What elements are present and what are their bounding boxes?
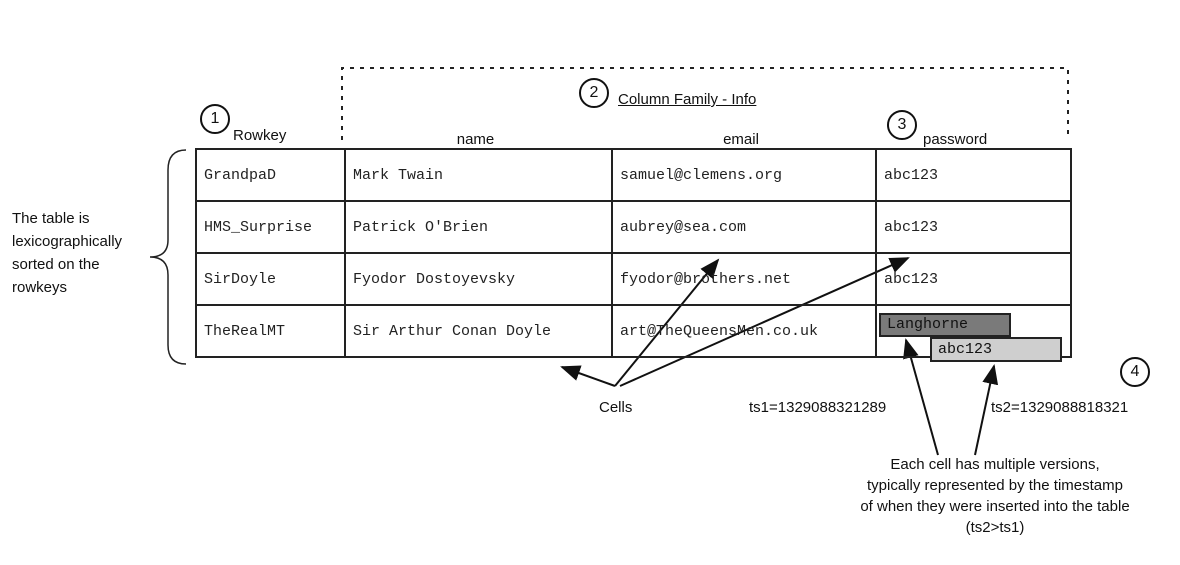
cell-rowkey: SirDoyle bbox=[195, 252, 346, 306]
callout-3: 3 bbox=[887, 110, 917, 140]
cell-email: aubrey@sea.com bbox=[611, 200, 877, 254]
cell-name: Fyodor Dostoyevsky bbox=[344, 252, 613, 306]
ts2-arrow bbox=[974, 364, 999, 456]
note-line: lexicographically bbox=[12, 233, 123, 250]
header-rowkey: Rowkey bbox=[233, 127, 287, 144]
header-password: password bbox=[923, 131, 988, 148]
cell-name: Patrick O'Brien bbox=[344, 200, 613, 254]
callout-1: 1 bbox=[200, 104, 230, 134]
cell-name: Sir Arthur Conan Doyle bbox=[344, 304, 613, 358]
header-email: email bbox=[723, 131, 759, 148]
note-line: Each cell has multiple versions, bbox=[890, 456, 1100, 473]
cell-rowkey: TheRealMT bbox=[195, 304, 346, 358]
rowkey-brace bbox=[149, 149, 187, 365]
cells-label: Cells bbox=[599, 399, 633, 416]
ts1-label: ts1=1329088321289 bbox=[749, 399, 887, 416]
note-line: rowkeys bbox=[12, 279, 68, 296]
cell-password: abc123 bbox=[875, 200, 1072, 254]
note-line: sorted on the bbox=[12, 256, 100, 273]
note-line: typically represented by the timestamp bbox=[867, 477, 1123, 494]
callout-4: 4 bbox=[1120, 357, 1150, 387]
cell-email: samuel@clemens.org bbox=[611, 148, 877, 202]
ts1-arrow bbox=[903, 338, 939, 456]
sorted-note: The table is lexicographically sorted on… bbox=[12, 207, 122, 299]
cell-version-2: abc123 bbox=[930, 337, 1062, 362]
version-note: Each cell has multiple versions, typical… bbox=[800, 454, 1180, 538]
cell-name: Mark Twain bbox=[344, 148, 613, 202]
cell-password: abc123 bbox=[875, 252, 1072, 306]
header-name: name bbox=[456, 131, 495, 148]
cell-email: fyodor@brothers.net bbox=[611, 252, 877, 306]
cell-password: abc123 bbox=[875, 148, 1072, 202]
column-family-dashed-border bbox=[341, 67, 1069, 140]
cell-version-1: Langhorne bbox=[879, 313, 1011, 337]
cell-email: art@TheQueensMen.co.uk bbox=[611, 304, 877, 358]
note-line: (ts2>ts1) bbox=[965, 519, 1025, 536]
ts2-label: ts2=1329088818321 bbox=[991, 399, 1129, 416]
note-line: The table is bbox=[12, 210, 90, 227]
callout-2: 2 bbox=[579, 78, 609, 108]
note-line: of when they were inserted into the tabl… bbox=[860, 498, 1130, 515]
column-family-label: Column Family - Info bbox=[618, 91, 757, 108]
cell-rowkey: HMS_Surprise bbox=[195, 200, 346, 254]
cells-arrow-name bbox=[560, 365, 616, 387]
cell-rowkey: GrandpaD bbox=[195, 148, 346, 202]
